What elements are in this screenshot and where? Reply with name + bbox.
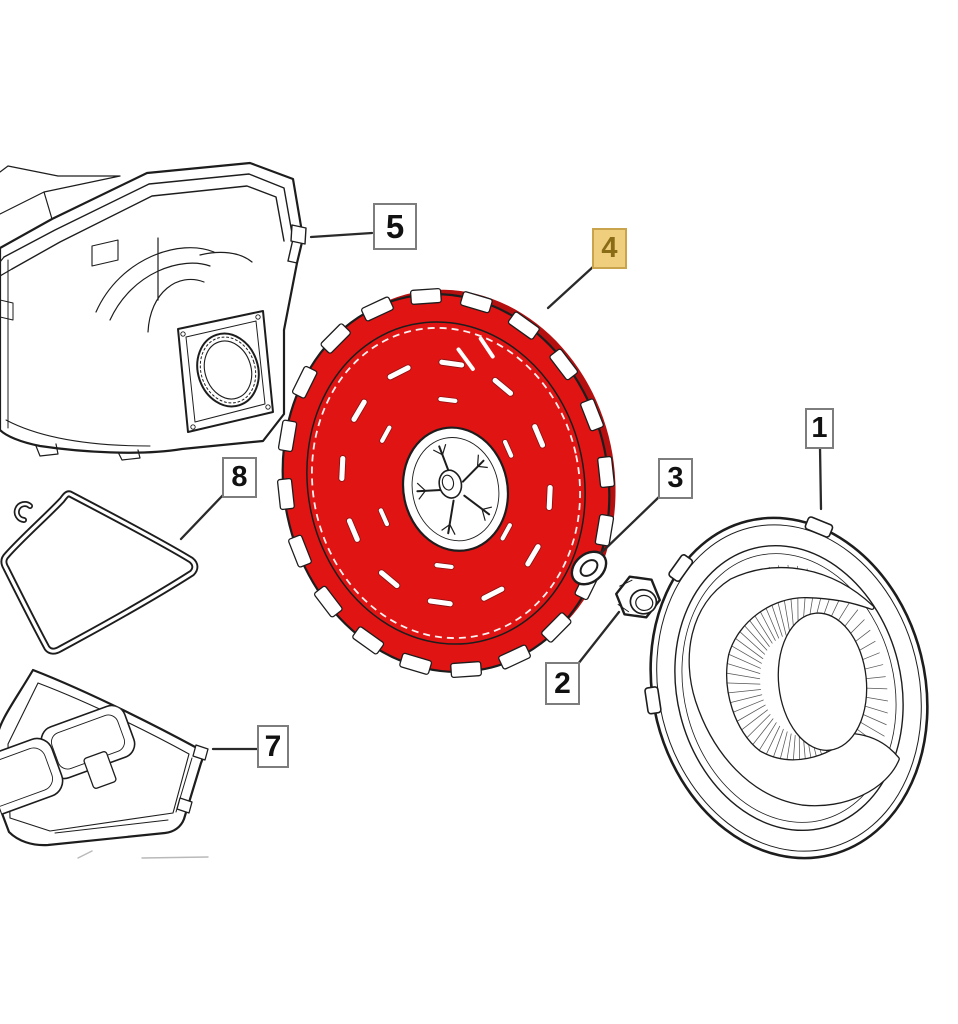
wheel-cleats: [276, 287, 616, 679]
part-bottom-cover[interactable]: [0, 668, 209, 859]
wheel-hub: [401, 426, 510, 552]
leader-line-1: [818, 445, 823, 511]
callout-label-1[interactable]: 1: [805, 408, 834, 449]
leader-line-3: [599, 494, 662, 555]
part-chassis-body[interactable]: [0, 161, 307, 461]
callout-label-2[interactable]: 2: [545, 662, 580, 705]
leader-line-8: [179, 492, 226, 541]
part-drive-wheel-highlighted[interactable]: [242, 256, 652, 709]
callout-label-5[interactable]: 5: [373, 203, 417, 250]
callout-label-7[interactable]: 7: [257, 725, 289, 768]
callout-label-8[interactable]: 8: [222, 457, 257, 498]
cover-e-logo: [688, 567, 900, 807]
part-washer[interactable]: [565, 545, 612, 591]
wheel-face-slots: [338, 358, 554, 608]
leader-line-2: [576, 610, 621, 666]
callout-label-4-highlighted[interactable]: 4: [592, 228, 627, 269]
part-hex-nut[interactable]: [614, 575, 663, 619]
part-wheel-cover[interactable]: [609, 488, 958, 889]
callout-label-3[interactable]: 3: [658, 458, 693, 499]
leader-line-5: [309, 231, 374, 239]
part-gasket-seal[interactable]: [0, 490, 199, 655]
leader-line-4: [546, 264, 596, 310]
cover-rim-tabs: [644, 516, 834, 715]
